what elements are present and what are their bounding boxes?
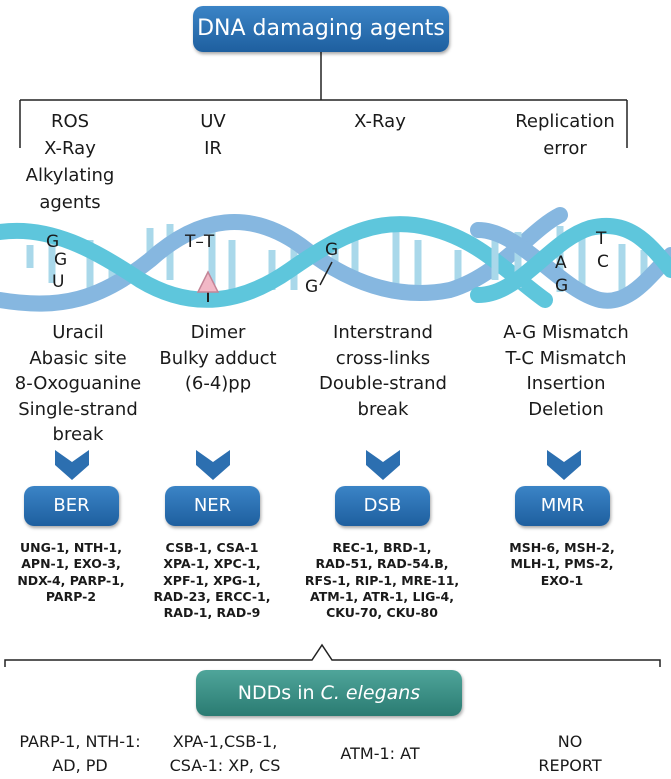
helix-letter: T–T xyxy=(185,232,215,252)
helix-letter: G xyxy=(325,240,339,260)
helix-letter: A xyxy=(555,253,567,273)
helix-letter: G xyxy=(46,232,60,252)
helix-letter: G xyxy=(54,250,68,270)
mmr-gene-list: MSH-6, MSH-2,MLH-1, PMS-2, EXO-1 xyxy=(509,540,615,588)
cause-xray: X-Ray xyxy=(354,111,406,132)
ndd-ber: PARP-1, NTH-1:AD, PD xyxy=(19,732,141,775)
helix-letter: G xyxy=(555,276,569,296)
helix-letter: U xyxy=(52,272,65,292)
mmr-button[interactable]: MMR xyxy=(515,486,610,526)
ndd-bracket xyxy=(4,643,661,667)
helix-letter: C xyxy=(597,252,609,272)
helix-letter: G xyxy=(305,277,319,297)
ndds-label: NDDs in C. elegans xyxy=(196,670,462,716)
ner-button[interactable]: NER xyxy=(165,486,260,526)
dna-helix-main xyxy=(0,207,568,312)
dna-helix-right xyxy=(470,217,671,309)
adduct-icon xyxy=(196,270,220,293)
dsb-button[interactable]: DSB xyxy=(335,486,430,526)
dsb-gene-list: REC-1, BRD-1,RAD-51, RAD-54.B, RFS-1, RI… xyxy=(304,540,460,621)
ndd-ner: XPA-1,CSB-1,CSA-1: XP, CS xyxy=(169,732,281,775)
ber-gene-list: UNG-1, NTH-1,APN-1, EXO-3, NDX-4, PARP-1… xyxy=(17,540,125,604)
ber-button[interactable]: BER xyxy=(24,486,119,526)
dna-damaging-agents-title: DNA damaging agents xyxy=(193,6,449,52)
ndd-dsb: ATM-1: AT xyxy=(340,744,420,763)
helix-letter: T xyxy=(596,229,607,249)
